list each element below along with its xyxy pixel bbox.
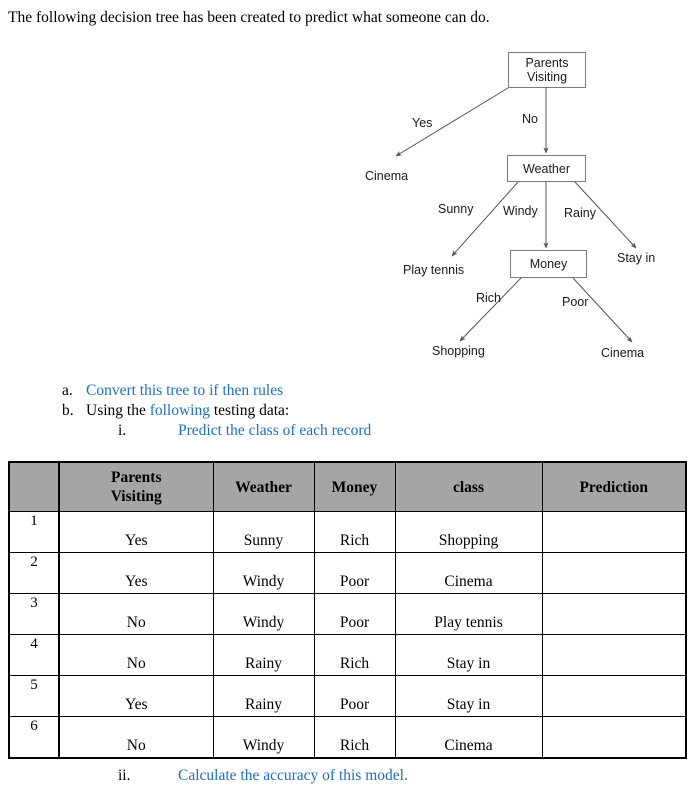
question-b-ii-text[interactable]: Calculate the accuracy of this model.	[178, 767, 408, 784]
tree-edge-label-rainy: Rainy	[564, 206, 596, 220]
edge-money-poor	[572, 277, 633, 343]
question-b-text-before: Using the	[86, 402, 150, 419]
table-header-parents-visiting-line2: Visiting	[110, 488, 162, 505]
table-cell-money: Rich	[313, 511, 396, 553]
edge-weather-rainy	[574, 181, 637, 249]
table-cell-weather: Windy	[212, 593, 315, 635]
tree-node-weather-label: Weather	[522, 161, 570, 176]
table-cell-parents-visiting: Yes	[58, 675, 214, 717]
table-cell-money: Poor	[313, 593, 396, 635]
table-cell-weather: Windy	[212, 716, 315, 759]
question-b-i-marker: i.	[118, 422, 127, 439]
table-cell-money: Poor	[313, 675, 396, 717]
table-cell-index: 5	[8, 675, 60, 717]
table-cell-prediction[interactable]	[541, 634, 687, 676]
table-cell-prediction[interactable]	[541, 511, 687, 553]
tree-node-parents-visiting: Parents Visiting	[508, 52, 586, 88]
tree-edge-label-windy: Windy	[503, 204, 538, 218]
question-b-ii-marker: ii.	[118, 767, 131, 784]
table-cell-prediction[interactable]	[541, 593, 687, 635]
table-cell-parents-visiting: No	[58, 634, 214, 676]
tree-edge-label-yes: Yes	[412, 116, 433, 130]
tree-edge-label-rich: Rich	[476, 291, 502, 305]
question-a-marker: a.	[62, 382, 73, 399]
table-row: 5 Yes Rainy Poor Stay in	[8, 675, 687, 717]
table-header-prediction: Prediction	[541, 461, 687, 512]
testing-data-table-container: Parents Visiting Weather Money class Pre…	[8, 461, 687, 759]
tree-leaf-play-tennis: Play tennis	[403, 263, 465, 277]
table-cell-parents-visiting: Yes	[58, 511, 214, 553]
question-b-link[interactable]: following	[149, 402, 210, 419]
table-cell-prediction[interactable]	[541, 552, 687, 594]
table-cell-parents-visiting: No	[58, 716, 214, 759]
table-cell-money: Rich	[313, 634, 396, 676]
table-header-parents-visiting: Parents Visiting	[58, 461, 214, 512]
table-header-index	[8, 461, 60, 512]
question-a-text[interactable]: Convert this tree to if then rules	[86, 382, 284, 399]
table-header-class: class	[394, 461, 543, 512]
table-cell-parents-visiting: No	[58, 593, 214, 635]
table-cell-prediction[interactable]	[541, 716, 687, 759]
table-cell-weather: Sunny	[212, 511, 315, 553]
tree-edge-label-poor: Poor	[562, 295, 589, 309]
tree-edge-label-no: No	[522, 112, 538, 126]
question-b-text-after: testing data:	[210, 402, 290, 419]
question-item-b-i: i. Predict the class of each record	[118, 421, 371, 441]
tree-leaf-stay-in: Stay in	[617, 251, 656, 265]
question-b-i-text[interactable]: Predict the class of each record	[178, 422, 372, 439]
tree-leaf-cinema-top: Cinema	[365, 169, 409, 183]
table-cell-money: Poor	[313, 552, 396, 594]
table-header-row: Parents Visiting Weather Money class Pre…	[8, 461, 687, 512]
table-cell-class: Stay in	[394, 634, 543, 676]
tree-edge-label-sunny: Sunny	[438, 202, 474, 216]
table-cell-money: Rich	[313, 716, 396, 759]
edge-parents-yes	[395, 87, 509, 157]
table-row: 1 Yes Sunny Rich Shopping	[8, 511, 687, 553]
table-row: 3 No Windy Poor Play tennis	[8, 593, 687, 635]
tree-connectors-svg	[395, 87, 637, 343]
tree-node-money: Money	[510, 250, 587, 278]
table-header-parents-visiting-line1: Parents	[110, 469, 162, 486]
decision-tree-diagram: Parents Visiting Weather Money Yes No Su…	[340, 42, 693, 367]
tree-node-parents-visiting-line1: Parents	[525, 56, 569, 70]
table-header-money: Money	[313, 461, 396, 512]
edge-money-rich	[459, 277, 522, 342]
question-item-b-ii: ii. Calculate the accuracy of this model.	[118, 766, 408, 786]
tree-node-parents-visiting-line2: Visiting	[526, 70, 568, 84]
table-cell-prediction[interactable]	[541, 675, 687, 717]
tree-leaf-cinema-bottom: Cinema	[601, 346, 645, 360]
table-row: 2 Yes Windy Poor Cinema	[8, 552, 687, 594]
table-cell-parents-visiting: Yes	[58, 552, 214, 594]
table-cell-class: Stay in	[394, 675, 543, 717]
question-item-b: b. Using the following testing data:	[62, 401, 289, 421]
table-cell-class: Play tennis	[394, 593, 543, 635]
table-cell-weather: Rainy	[212, 675, 315, 717]
table-cell-index: 6	[8, 716, 60, 759]
table-cell-class: Cinema	[394, 552, 543, 594]
table-header-weather: Weather	[212, 461, 315, 512]
intro-paragraph: The following decision tree has been cre…	[8, 9, 490, 26]
table-cell-index: 4	[8, 634, 60, 676]
table-row: 4 No Rainy Rich Stay in	[8, 634, 687, 676]
tree-leaf-shopping: Shopping	[432, 344, 485, 358]
tree-node-money-label: Money	[529, 257, 568, 271]
table-row: 6 No Windy Rich Cinema	[8, 716, 687, 759]
question-b-marker: b.	[62, 402, 74, 419]
edge-weather-sunny	[451, 181, 519, 257]
table-cell-weather: Windy	[212, 552, 315, 594]
table-cell-index: 3	[8, 593, 60, 635]
table-cell-index: 2	[8, 552, 60, 594]
table-cell-index: 1	[8, 511, 60, 553]
table-cell-weather: Rainy	[212, 634, 315, 676]
table-cell-class: Shopping	[394, 511, 543, 553]
testing-data-table: Parents Visiting Weather Money class Pre…	[8, 461, 687, 759]
table-body: 1 Yes Sunny Rich Shopping 2 Yes Windy Po…	[8, 511, 687, 759]
question-item-a: a. Convert this tree to if then rules	[62, 381, 283, 401]
table-cell-class: Cinema	[394, 716, 543, 759]
tree-node-weather: Weather	[507, 155, 586, 182]
